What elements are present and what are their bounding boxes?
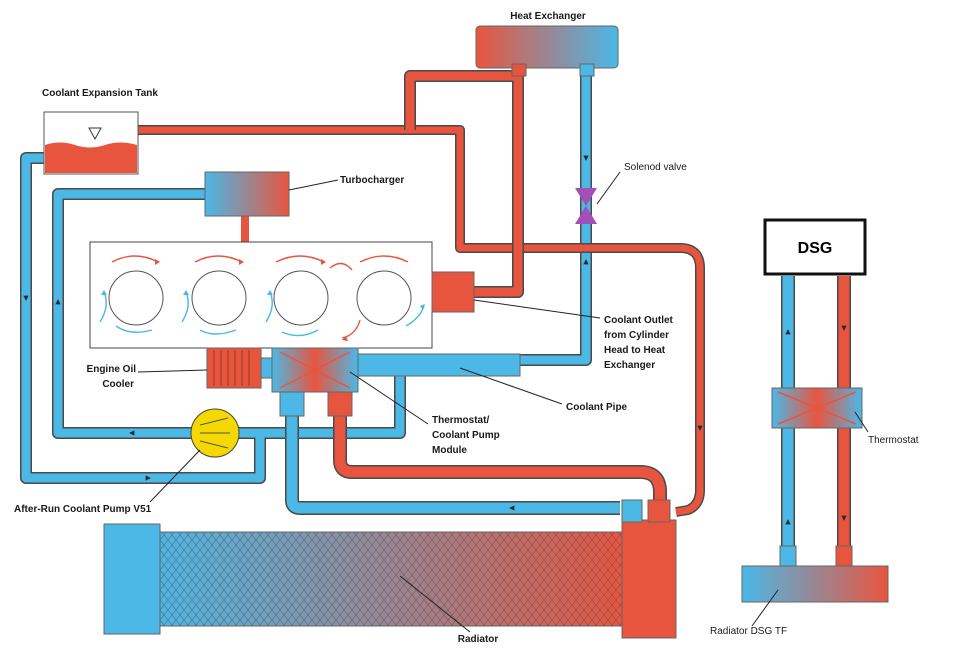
svg-text:Exchanger: Exchanger bbox=[604, 360, 655, 371]
label-thermostat-module: Thermostat/ Coolant Pump Module bbox=[432, 415, 500, 456]
pipe-network bbox=[20, 68, 851, 548]
svg-text:Head to Heat: Head to Heat bbox=[604, 345, 666, 356]
blue-heat-exchanger-return bbox=[520, 68, 591, 365]
radiator bbox=[103, 499, 677, 639]
engine-block bbox=[89, 241, 433, 349]
coolant-expansion-tank bbox=[43, 111, 139, 175]
svg-text:Thermostat/: Thermostat/ bbox=[432, 415, 489, 426]
svg-text:from Cylinder: from Cylinder bbox=[604, 330, 669, 341]
cylinder-head-outlet bbox=[431, 271, 475, 313]
label-radiator: Radiator bbox=[458, 634, 499, 645]
red-expansion-return bbox=[125, 126, 704, 516]
label-after-run-pump: After-Run Coolant Pump V51 bbox=[14, 504, 152, 515]
label-turbocharger: Turbocharger bbox=[340, 175, 404, 186]
leader-lines bbox=[137, 171, 869, 633]
coolant-pipe bbox=[357, 353, 521, 377]
svg-text:Coolant Outlet: Coolant Outlet bbox=[604, 315, 674, 326]
label-coolant-outlet: Coolant Outlet from Cylinder Head to Hea… bbox=[604, 315, 674, 371]
turbocharger bbox=[204, 171, 290, 217]
label-solenoid-valve: Solenod valve bbox=[624, 162, 687, 173]
heat-exchanger bbox=[475, 25, 619, 69]
red-heat-exchanger-feed bbox=[405, 68, 523, 297]
svg-text:Coolant Pump: Coolant Pump bbox=[432, 430, 500, 441]
dsg-gearbox bbox=[763, 218, 867, 276]
label-heat-exchanger: Heat Exchanger bbox=[510, 11, 586, 22]
label-radiator-dsg-tf: Radiator DSG TF bbox=[710, 626, 787, 637]
thermostat-coolant-pump-module bbox=[271, 347, 359, 417]
radiator-dsg-tf bbox=[741, 545, 889, 603]
blue-inner-loop bbox=[53, 189, 405, 448]
red-radiator-feed bbox=[334, 400, 666, 508]
blue-radiator-feed bbox=[286, 400, 620, 514]
svg-text:Module: Module bbox=[432, 445, 467, 456]
solenoid-valve bbox=[575, 188, 597, 224]
label-coolant-expansion-tank: Coolant Expansion Tank bbox=[42, 88, 158, 99]
after-run-coolant-pump bbox=[190, 408, 240, 458]
label-thermostat: Thermostat bbox=[868, 435, 919, 446]
flow-arrows bbox=[23, 155, 847, 525]
label-engine-oil-cooler: Engine Oil Cooler bbox=[87, 364, 137, 390]
label-dsg: DSG bbox=[798, 240, 833, 257]
svg-text:Engine Oil: Engine Oil bbox=[87, 364, 137, 375]
engine-oil-cooler bbox=[206, 347, 274, 389]
label-coolant-pipe: Coolant Pipe bbox=[566, 402, 628, 413]
svg-text:Cooler: Cooler bbox=[102, 379, 134, 390]
blue-return-loop-fill bbox=[21, 153, 265, 483]
dsg-thermostat bbox=[771, 387, 863, 429]
